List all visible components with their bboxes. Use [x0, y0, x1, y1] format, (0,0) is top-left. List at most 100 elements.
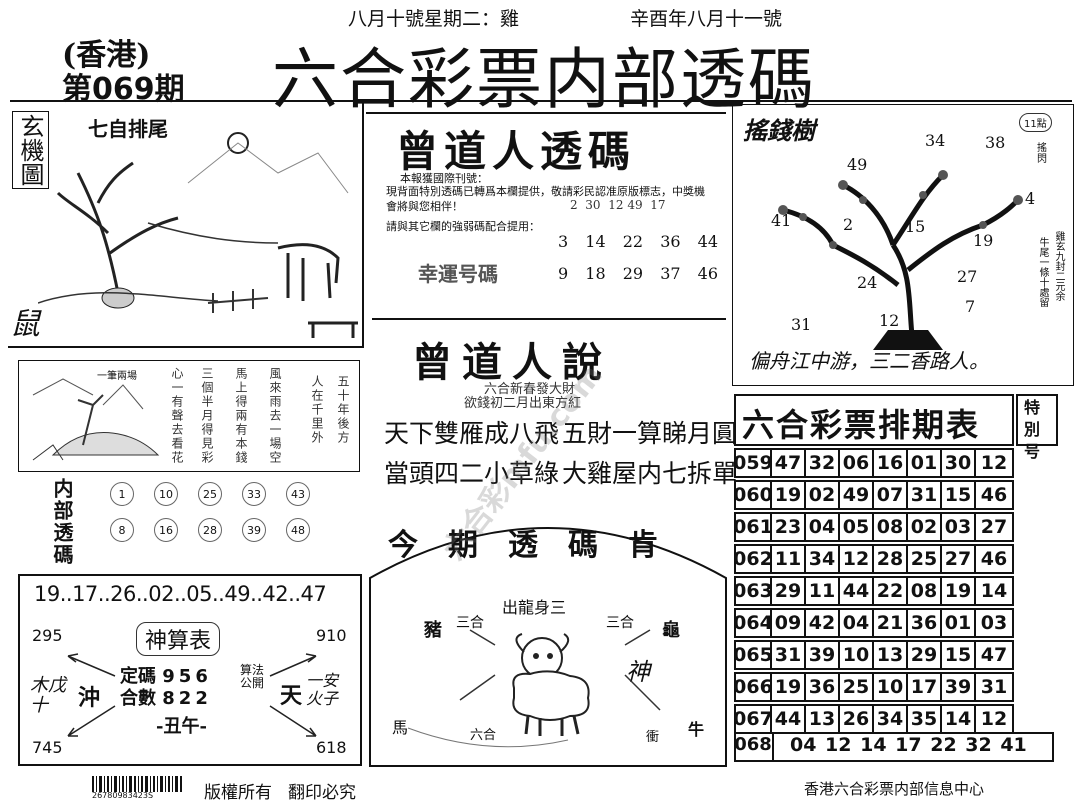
copyright-2: 翻印必究 — [288, 783, 356, 803]
mid-left-panel: 一筆兩場 心一有聲去看花 三個半月得見彩 馬上得兩有本錢 風來雨去一場空 人在千… — [18, 360, 360, 472]
last-issue: 068 — [734, 734, 774, 760]
number-cell: 39 — [804, 640, 840, 670]
number-cell: 47 — [770, 448, 806, 478]
issue-cell: 064 — [733, 608, 773, 638]
left-divider — [8, 346, 364, 348]
tree-num: 7 — [965, 297, 976, 316]
number-cell: 31 — [770, 640, 806, 670]
tian-char: 天 — [280, 683, 303, 709]
issue-cell: 059 — [733, 448, 773, 478]
zengshuo-line-1: 天下雙雁成八飛 — [384, 419, 560, 448]
sanhe-left: 三合 — [456, 615, 484, 631]
tree-num: 12 — [879, 311, 900, 330]
zengshuo-title: 曾道人說 — [412, 339, 612, 386]
chong-char: 沖 — [78, 685, 101, 711]
number-cell: 35 — [906, 704, 942, 734]
gui-char: 龜 — [662, 620, 680, 641]
number-cell: 36 — [804, 672, 840, 702]
number-cell: 26 — [838, 704, 874, 734]
tree-num: 34 — [925, 131, 946, 150]
issue-cell: 067 — [733, 704, 773, 734]
zengdao-text2: 現背面特別透碼已轉爲本欄提供，敬請彩民認准原版標志，中獎機會將與您相伴！ — [386, 185, 705, 213]
number-cell: 11 — [770, 544, 806, 574]
scribble-col-2: 三個半月得見彩 — [200, 367, 214, 465]
tree-stamp: 11點 — [1019, 113, 1052, 132]
number-cell: 44 — [770, 704, 806, 734]
number-cell: 13 — [872, 640, 908, 670]
tree-num: 2 — [843, 215, 854, 234]
special-cell: 46 — [974, 480, 1014, 510]
number-cell: 08 — [906, 576, 942, 606]
shensuan-panel: 19..17..26..02..05..49..42..47 295 910 7… — [18, 574, 362, 766]
issue-cell: 063 — [733, 576, 773, 606]
tree-illustration — [778, 170, 1023, 350]
zengshuo-line-2: 五財一算睇月圓 — [562, 419, 738, 448]
tree-side-label: 搖閃 — [1037, 143, 1047, 165]
special-label: 特別号 — [1024, 398, 1041, 461]
tree-num: 31 — [791, 315, 812, 334]
number-cell: 34 — [804, 544, 840, 574]
number-cell: 25 — [838, 672, 874, 702]
number-cell: 01 — [940, 608, 976, 638]
number-cell: 15 — [940, 640, 976, 670]
issue-cell: 066 — [733, 672, 773, 702]
issue-cell: 065 — [733, 640, 773, 670]
jinqi-title: 今期透碼肯 — [388, 528, 688, 563]
center-top-border — [366, 112, 726, 114]
number-cell: 11 — [804, 576, 840, 606]
date-right: 辛酉年八月十一號 — [630, 8, 783, 30]
ball: 33 — [242, 482, 266, 506]
center-mid-rule — [372, 318, 726, 320]
region-label: (香港) — [62, 38, 151, 73]
zengdao-title: 曾道人透碼 — [396, 127, 637, 176]
scribble-col-6: 五十年後方 — [336, 375, 350, 445]
niu-char: 牛 — [688, 720, 705, 739]
tree-num: 38 — [985, 133, 1006, 152]
left-hand: 木戊十 — [30, 675, 66, 716]
ball: 1 — [110, 482, 134, 506]
number-cell: 32 — [804, 448, 840, 478]
tree-num: 4 — [1025, 189, 1036, 208]
scribble-col-5: 人在千里外 — [310, 375, 324, 445]
ball: 8 — [110, 518, 134, 542]
number-cell: 27 — [940, 544, 976, 574]
number-cell: 13 — [804, 704, 840, 734]
publisher: 香港六合彩票内部信息中心 — [804, 780, 985, 798]
small-caption: 一筆兩場 — [97, 371, 137, 382]
inner-label: 内部透碼 — [50, 478, 74, 566]
corner-bl: 745 — [32, 738, 63, 757]
schedule-title: 六合彩票排期表 — [742, 406, 981, 444]
zengshuo-sub2: 欲錢初二月出東方紅 — [464, 396, 582, 411]
issue-cell: 061 — [733, 512, 773, 542]
sanhe-right: 三合 — [606, 615, 634, 631]
barcode — [92, 776, 182, 792]
issue-cell: 062 — [733, 544, 773, 574]
tree-bottom: 偏舟江中游，三二香路人。 — [749, 349, 989, 373]
numbers-line: 19..17..26..02..05..49..42..47 — [34, 582, 327, 606]
right-hand: 一安火子 — [306, 671, 339, 708]
tree-num: 49 — [847, 155, 868, 174]
shen-char: 神 — [626, 658, 650, 686]
barcode-number: 26780983423S — [92, 791, 154, 800]
number-cell: 30 — [940, 448, 976, 478]
money-tree-panel: 搖錢樹 11點 搖閃 34 38 49 4 41 2 15 19 27 24 7… — [732, 104, 1074, 386]
money-tree-title: 搖錢樹 — [743, 116, 815, 145]
number-cell: 42 — [804, 608, 840, 638]
number-cell: 17 — [906, 672, 942, 702]
header-rule — [10, 100, 1072, 102]
number-cell: 12 — [838, 544, 874, 574]
special-cell: 03 — [974, 608, 1014, 638]
special-cell: 14 — [974, 576, 1014, 606]
last-numbers: 04 12 14 17 22 32 41 — [790, 734, 1027, 756]
number-cell: 49 — [838, 480, 874, 510]
liuhe-label: 六合 — [470, 728, 497, 743]
special-cell: 31 — [974, 672, 1014, 702]
scribble-numbers: 2 30 12 49 17 — [570, 198, 666, 212]
side-label: 玄機圖 — [12, 111, 49, 189]
corner-br: 618 — [316, 738, 347, 757]
number-cell: 04 — [838, 608, 874, 638]
shensuan-title: 神算表 — [136, 622, 221, 656]
zhu-char: 豬 — [424, 620, 442, 641]
number-cell: 02 — [804, 480, 840, 510]
